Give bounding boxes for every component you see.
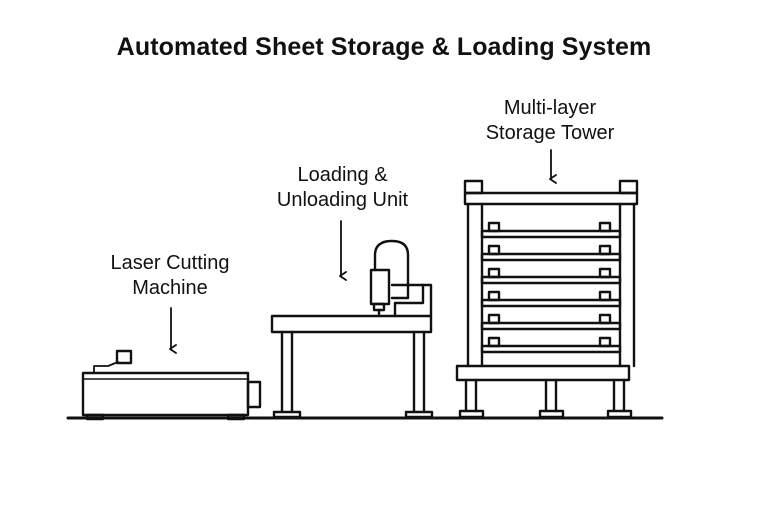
loader-arm-hook bbox=[373, 239, 410, 300]
loading-unloading-unit bbox=[270, 239, 434, 419]
loader-table-top bbox=[270, 314, 433, 334]
label-tower-line-1: Multi-layer bbox=[503, 97, 597, 119]
storage-tower bbox=[455, 179, 639, 419]
laser-control-panel bbox=[115, 349, 133, 365]
tower-shelf-3 bbox=[480, 267, 622, 285]
loader-arm-upright bbox=[421, 283, 433, 318]
loader-arm-bracket bbox=[390, 283, 425, 318]
loader-head bbox=[369, 268, 391, 306]
tower-shelf-2 bbox=[480, 244, 622, 262]
laser-control-arm bbox=[93, 361, 119, 374]
tower-shelf-5 bbox=[480, 313, 622, 331]
laser-machine-foot-right bbox=[226, 413, 246, 421]
tower-cap-left bbox=[463, 179, 484, 195]
label-tower-line-2: Storage Tower bbox=[485, 122, 615, 144]
loader-foot-left bbox=[272, 410, 302, 419]
label-loader-line-1: Loading & bbox=[297, 164, 388, 186]
tower-shelf-6 bbox=[480, 336, 622, 354]
loader-foot-right bbox=[404, 410, 434, 419]
laser-machine-side-box bbox=[246, 380, 262, 409]
laser-cutting-machine bbox=[81, 349, 262, 421]
tower-foot-left bbox=[458, 409, 485, 419]
label-loading-unloading-unit: Loading & Unloading Unit bbox=[255, 163, 430, 213]
tower-base-platform bbox=[455, 364, 631, 382]
tower-foot-right bbox=[606, 409, 633, 419]
label-storage-tower: Multi-layer Storage Tower bbox=[460, 96, 640, 146]
diagram-title: Automated Sheet Storage & Loading System bbox=[116, 33, 652, 61]
tower-foot-middle bbox=[538, 409, 565, 419]
tower-shelf-1 bbox=[480, 221, 622, 239]
tower-shelf-4 bbox=[480, 290, 622, 308]
tower-cap-right bbox=[618, 179, 639, 195]
laser-machine-foot-left bbox=[85, 413, 105, 421]
label-laser-line-2: Machine bbox=[132, 277, 208, 299]
label-loader-line-2: Unloading Unit bbox=[276, 189, 409, 211]
label-laser-line-1: Laser Cutting bbox=[110, 252, 230, 274]
label-laser-cutting-machine: Laser Cutting Machine bbox=[80, 251, 260, 301]
tower-top-beam bbox=[463, 191, 639, 206]
